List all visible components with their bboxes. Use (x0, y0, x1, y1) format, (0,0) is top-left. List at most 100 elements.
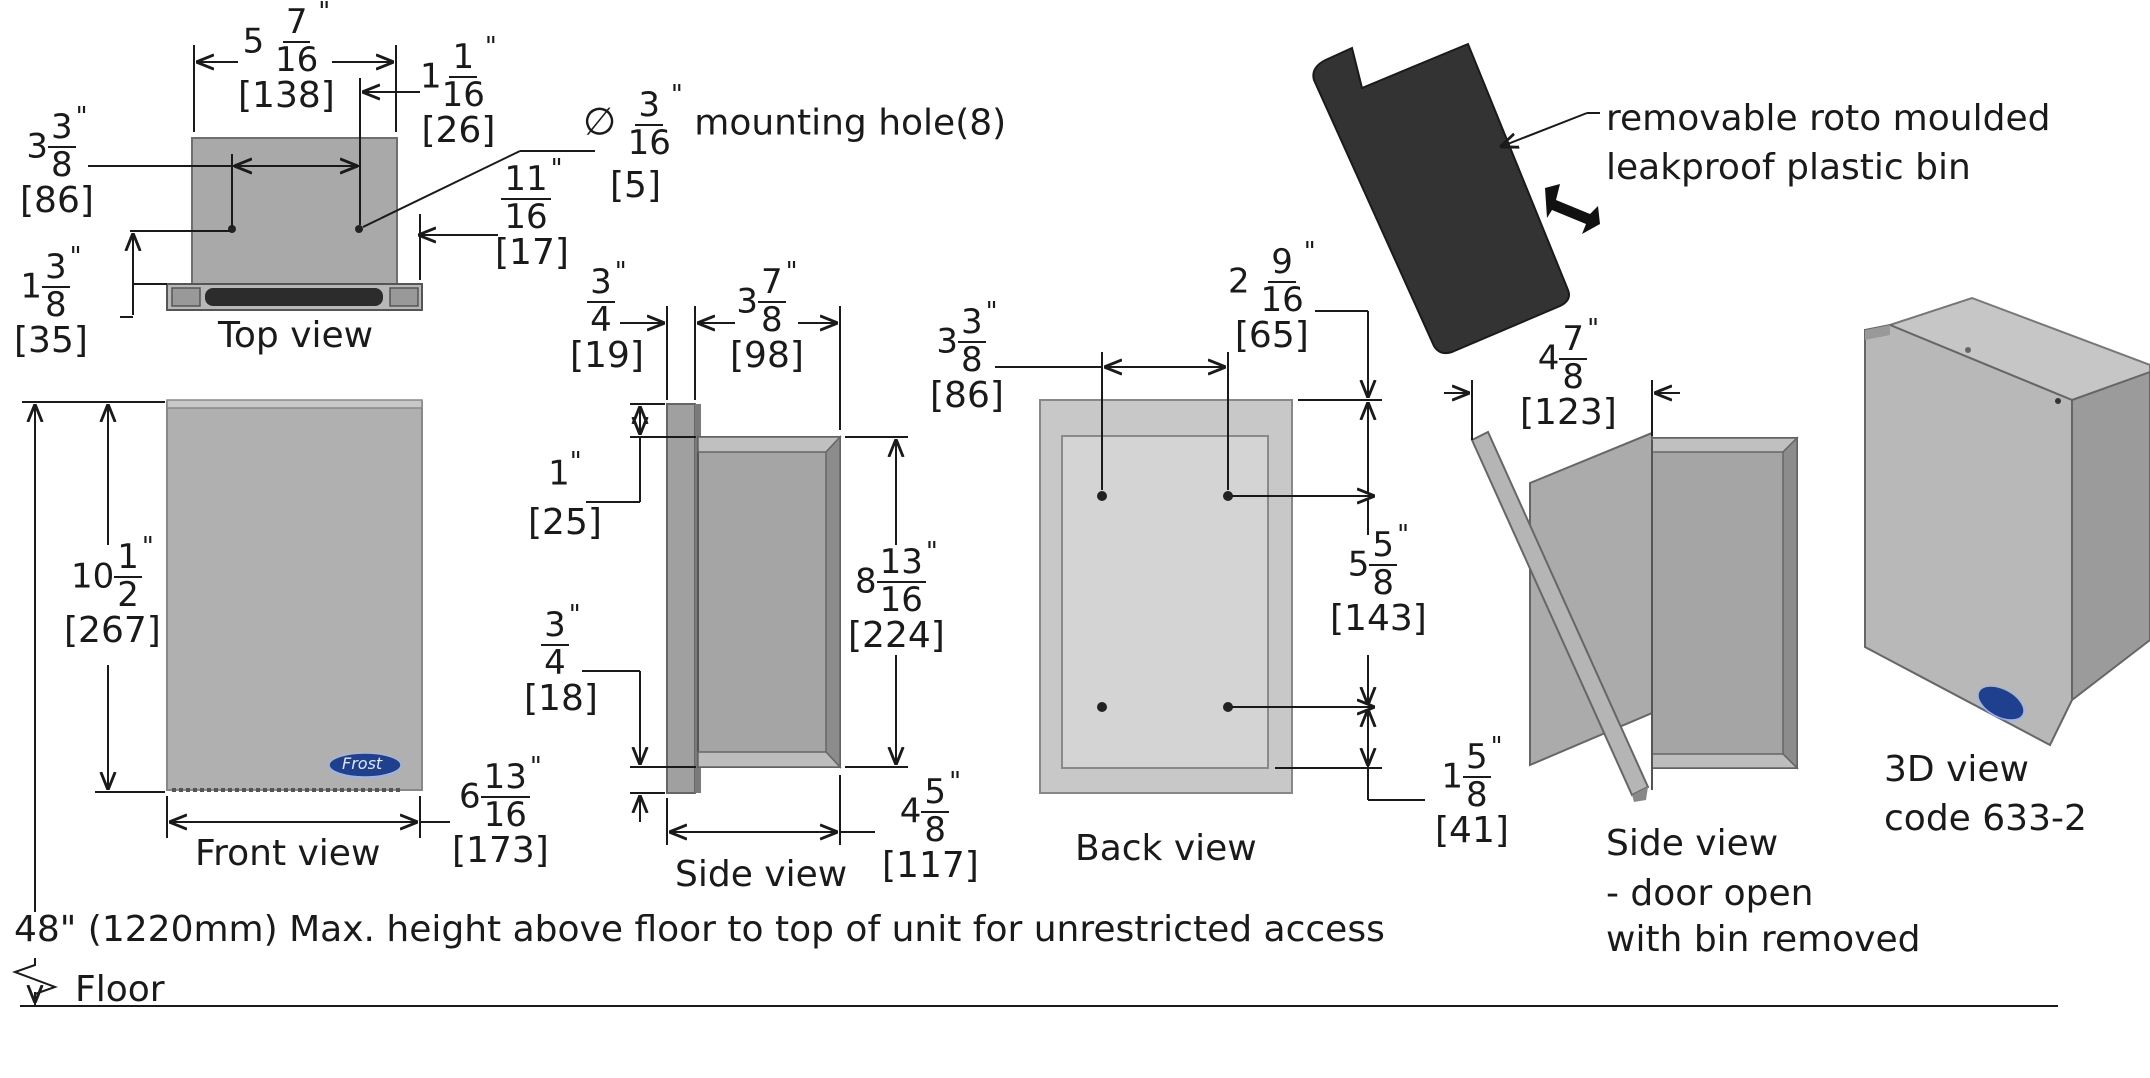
dimension-value: 1 (449, 39, 478, 78)
dimension-value: 7 (282, 4, 311, 43)
dimension-value: [17] (495, 232, 569, 274)
back-mounting-hole (1223, 491, 1233, 501)
dimension-value: 6 (458, 776, 481, 817)
dimension-value: [86] (20, 180, 94, 222)
back-mounting-hole (1097, 491, 1107, 501)
side-open-title-1: Side view (1606, 823, 1779, 864)
top-mounting-hole (355, 225, 363, 233)
side-view-drawing (666, 403, 842, 794)
top-view-drawing (166, 137, 423, 311)
3d-logo (1977, 685, 2025, 721)
dimension-value: [41] (1435, 810, 1509, 852)
dimension-value: [65] (1234, 315, 1309, 357)
dimension-value: 8 (854, 561, 877, 602)
dimension-value: 2 (117, 574, 139, 615)
dimension-value: 3 (587, 264, 615, 303)
dimension-value: 8 (1465, 774, 1488, 815)
dimension-value: [224] (848, 615, 945, 657)
dimension-value: 1 (114, 539, 142, 578)
dimension-value: 4 (590, 299, 612, 340)
dimension-value: [267] (64, 610, 161, 652)
dimension-value: [18] (524, 678, 598, 720)
dimension-value: 1 (420, 56, 442, 97)
side-open-title-2: - door open (1606, 873, 1814, 914)
open-body (1651, 437, 1798, 769)
dimension-value: 5 (242, 21, 265, 62)
dimension-value: 16 (483, 794, 527, 835)
dim-num: 3 (635, 87, 664, 126)
top-view-title: Top view (218, 315, 374, 356)
dimension-value: 4 (1537, 338, 1560, 379)
front-logo (328, 752, 402, 778)
dimension-value: 1 (548, 453, 570, 494)
back-mounting-hole (1097, 702, 1107, 712)
mounting-hole-label: mounting hole(8) (694, 102, 1007, 144)
dimension-value: [98] (730, 335, 804, 377)
side-view-title: Side view (675, 854, 848, 895)
dimension-value: [19] (570, 335, 644, 377)
dimension-value: 8 (44, 284, 67, 325)
dimension-value: [26] (421, 110, 496, 152)
dimension-value: 16 (1260, 279, 1304, 320)
3d-door (1864, 323, 2073, 747)
front-view-body (166, 401, 423, 791)
3d-side (2071, 370, 2150, 703)
bin-removal-arrow (1545, 184, 1600, 234)
max-height-note: 48" (1220mm) Max. height above floor to … (14, 909, 1385, 950)
dimension-value: 16 (441, 74, 485, 115)
diameter-symbol: ∅ (583, 99, 617, 144)
dimension-value: 8 (760, 299, 783, 340)
dim-side-top-gap: 1" [25] (528, 447, 602, 543)
dimension-value: 7 (1559, 321, 1588, 360)
side-open-title-3: with bin removed (1606, 919, 1921, 960)
dimension-value: [143] (1330, 598, 1427, 640)
side-view-body (697, 436, 841, 768)
dimension-value: [173] (452, 830, 549, 872)
dimension-value: 8 (50, 144, 73, 185)
dimension-value: 16 (275, 39, 319, 80)
dimension-value: 2 (1228, 261, 1250, 302)
front-view-drawing (166, 399, 423, 792)
dimension-value: 8 (924, 809, 947, 850)
floor-label: Floor (75, 969, 165, 1010)
dimension-value: [25] (528, 501, 602, 543)
dimension-value: 8 (1562, 356, 1585, 397)
dimension-value: 1 (1441, 756, 1463, 797)
plastic-bin (1312, 42, 1570, 355)
back-mounting-hole (1223, 702, 1233, 712)
dimension-value: 8 (1372, 562, 1395, 603)
dimension-value: 13 (876, 544, 926, 583)
dimension-value: 11 (501, 161, 551, 200)
back-view-title: Back view (1075, 828, 1257, 869)
dim-den: 16 (627, 122, 671, 163)
dimension-value: 3 (41, 249, 70, 288)
dimension-value: 5 (1462, 739, 1491, 778)
dimension-value: 4 (544, 642, 566, 683)
dimension-value: 7 (757, 264, 786, 303)
dimension-value: 3 (957, 304, 986, 343)
dimension-value: [35] (14, 320, 88, 362)
3d-view-drawing (1864, 296, 2150, 747)
3d-view-title: 3D view (1884, 749, 2029, 790)
dimension-value: 3 (936, 321, 958, 362)
dimension-value: 3 (541, 607, 569, 646)
dimension-value: 5 (921, 774, 950, 813)
dimension-value: 3 (26, 126, 48, 167)
dimension-value: [123] (1520, 392, 1617, 434)
